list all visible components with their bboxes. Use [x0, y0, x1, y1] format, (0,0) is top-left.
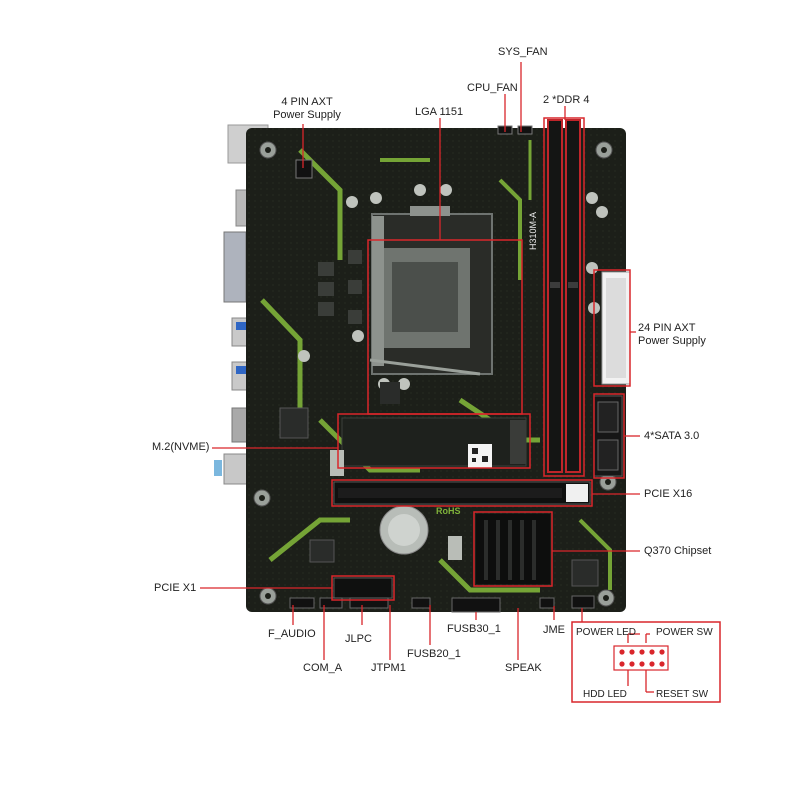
- atx-24pin-label-line2: Power Supply: [638, 335, 706, 347]
- hdd-led-label: HDD LED: [583, 689, 627, 700]
- front-panel-pin-diagram: [613, 645, 669, 671]
- cpu-socket-label: LGA 1151: [415, 106, 464, 118]
- io-chips: [279, 382, 400, 476]
- cpu-fan-label: CPU_FAN: [467, 82, 518, 94]
- reset-sw-label: RESET SW: [656, 689, 709, 700]
- callout-lines: [200, 62, 654, 693]
- rohs-text: RoHS: [436, 506, 461, 516]
- jlpc-label: JLPC: [345, 633, 372, 645]
- chipset-label: Q370 Chipset: [644, 545, 712, 557]
- pcie-x1-label: PCIE X1: [154, 582, 197, 594]
- fusb30-label: FUSB30_1: [447, 623, 501, 635]
- board-model-text: H310M-A: [528, 212, 538, 250]
- cpu-socket: [369, 206, 493, 376]
- sys-fan-label: SYS_FAN: [498, 46, 548, 58]
- com-a-label: COM_A: [303, 662, 343, 674]
- m2-label: M.2(NVME): [152, 441, 210, 453]
- atx-24pin-label-line1: 24 PIN AXT: [638, 322, 696, 334]
- m2-slot: [341, 417, 527, 468]
- callout-boxes: [331, 117, 721, 703]
- bottom-headers: [289, 595, 595, 613]
- atx-4pin-label: 4 PIN AXT Power Supply: [266, 96, 348, 122]
- power-led-label: POWER LED: [576, 627, 637, 638]
- misc-chips: [309, 536, 599, 587]
- speak-label: SPEAK: [505, 662, 542, 674]
- f-audio-label: F_AUDIO: [268, 628, 316, 640]
- pcie-x16-label: PCIE X16: [644, 488, 693, 500]
- jtpm1-label: JTPM1: [371, 662, 406, 674]
- chipset-heatsink: [476, 514, 550, 584]
- pcie-x1-slot: [333, 577, 393, 599]
- fusb20-label: FUSB20_1: [407, 648, 461, 660]
- jme-label: JME: [543, 624, 565, 636]
- atx-4pin-label-line1: 4 PIN AXT: [281, 96, 333, 108]
- sata-ports: [593, 395, 623, 477]
- cmos-battery: [379, 505, 429, 555]
- ddr-slots-label: 2 *DDR 4: [543, 94, 590, 106]
- atx-4pin-label-line2: Power Supply: [273, 109, 341, 121]
- power-sw-label: POWER SW: [656, 627, 713, 638]
- vrm-components: [298, 184, 608, 390]
- pcie-x16-slot: [333, 481, 591, 505]
- atx-24pin-connector: [601, 271, 631, 385]
- sata-label: 4*SATA 3.0: [644, 430, 700, 442]
- atx-24pin-label: 24 PIN AXT Power Supply: [638, 322, 706, 348]
- ddr4-slots: [547, 119, 581, 473]
